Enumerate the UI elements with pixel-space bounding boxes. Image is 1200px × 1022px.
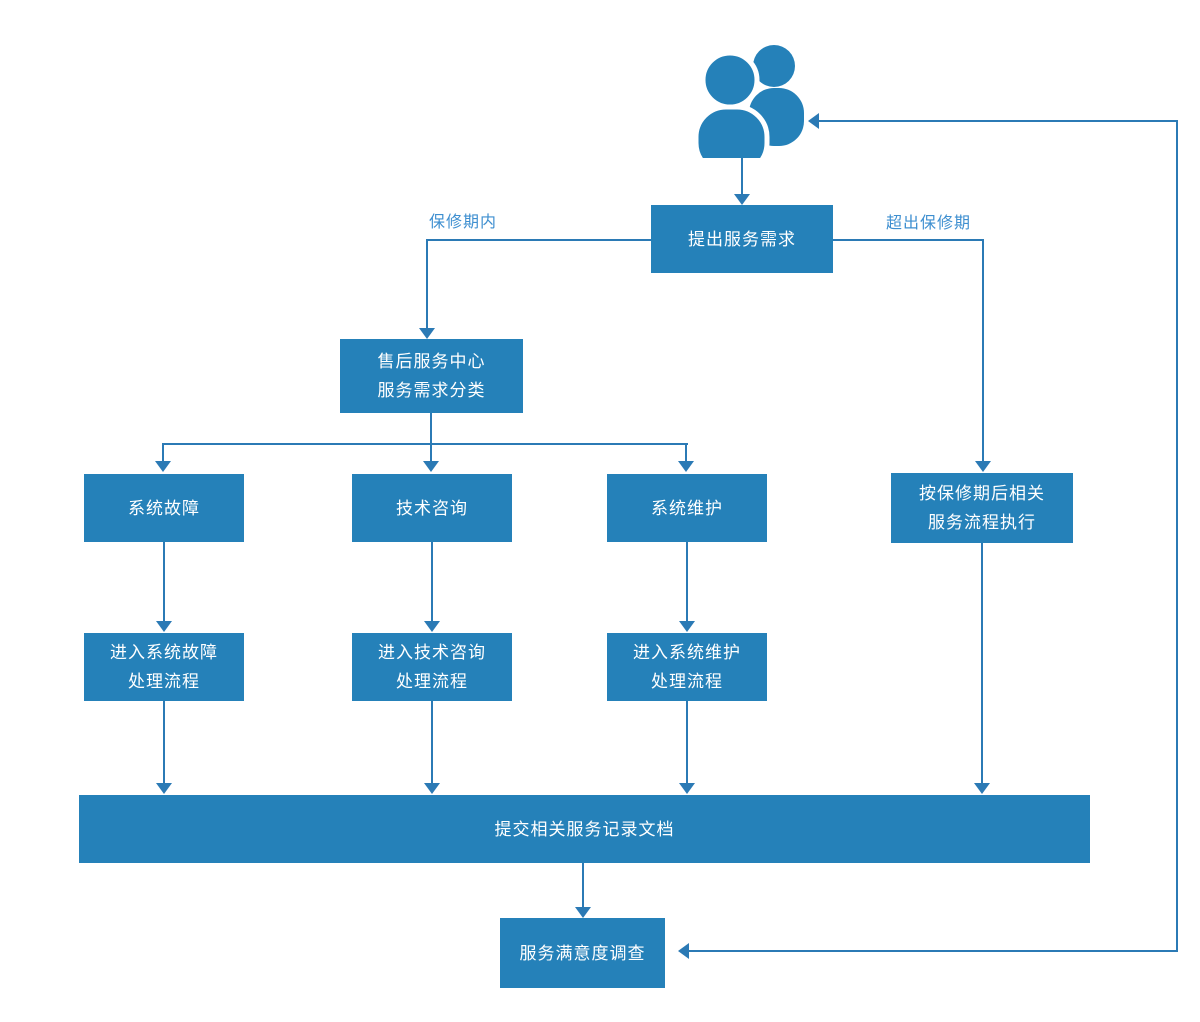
edge-fault-submit-arrow xyxy=(156,783,172,794)
edge-icon-request-arrow xyxy=(734,194,750,205)
edge-request-center-arrow xyxy=(419,328,435,339)
edge-submit-survey-arrow xyxy=(575,907,591,918)
branch-col3-vline xyxy=(685,443,687,461)
edge-maintenance-process-line xyxy=(686,542,688,621)
edge-fault-process-line xyxy=(163,542,165,621)
edge-postwarranty-submit-line xyxy=(981,543,983,783)
node-service-center-classify: 售后服务中心 服务需求分类 xyxy=(340,339,523,413)
node-consult-process: 进入技术咨询 处理流程 xyxy=(352,633,512,701)
edge-maintenance-process-arrow xyxy=(679,621,695,632)
branch-col1-vline xyxy=(162,443,164,461)
node-fault-process: 进入系统故障 处理流程 xyxy=(84,633,244,701)
feedback-users-arrow xyxy=(808,113,819,129)
node-maintenance-process: 进入系统维护 处理流程 xyxy=(607,633,767,701)
edge-request-center-vline xyxy=(426,239,428,328)
label-out-warranty: 超出保修期 xyxy=(886,215,972,232)
node-tech-consult: 技术咨询 xyxy=(352,474,512,542)
edge-fault-submit-line xyxy=(163,701,165,783)
feedback-bottom-line xyxy=(689,950,1178,952)
branch-col1-arrow xyxy=(155,461,171,472)
node-system-fault: 系统故障 xyxy=(84,474,244,542)
branch-col2-vline xyxy=(430,443,432,461)
edge-request-postwarranty-hline xyxy=(833,239,984,241)
edge-request-center-hline xyxy=(427,239,651,241)
label-in-warranty: 保修期内 xyxy=(429,214,498,231)
edge-consult-process-line xyxy=(431,542,433,621)
edge-request-postwarranty-vline xyxy=(982,239,984,461)
branch-hline xyxy=(162,443,688,445)
node-service-request: 提出服务需求 xyxy=(651,205,833,273)
node-system-maintenance: 系统维护 xyxy=(607,474,767,542)
node-post-warranty-process: 按保修期后相关 服务流程执行 xyxy=(891,473,1073,543)
edge-maintenance-submit-arrow xyxy=(679,783,695,794)
node-satisfaction-survey: 服务满意度调查 xyxy=(500,918,665,988)
edge-fault-process-arrow xyxy=(156,621,172,632)
edge-consult-submit-line xyxy=(431,701,433,783)
node-submit-service-records: 提交相关服务记录文档 xyxy=(79,795,1090,863)
edge-consult-process-arrow xyxy=(424,621,440,632)
edge-consult-submit-arrow xyxy=(424,783,440,794)
branch-col3-arrow xyxy=(678,461,694,472)
edge-maintenance-submit-line xyxy=(686,701,688,783)
edge-postwarranty-submit-arrow xyxy=(974,783,990,794)
users-icon xyxy=(693,45,804,158)
feedback-survey-arrow xyxy=(678,943,689,959)
edge-center-branch-vline xyxy=(430,413,432,445)
edge-request-postwarranty-arrow xyxy=(975,461,991,472)
edge-icon-request-line xyxy=(741,158,743,194)
branch-col2-arrow xyxy=(423,461,439,472)
feedback-top-line xyxy=(819,120,1176,122)
feedback-vline xyxy=(1176,120,1178,952)
edge-submit-survey-line xyxy=(582,863,584,907)
